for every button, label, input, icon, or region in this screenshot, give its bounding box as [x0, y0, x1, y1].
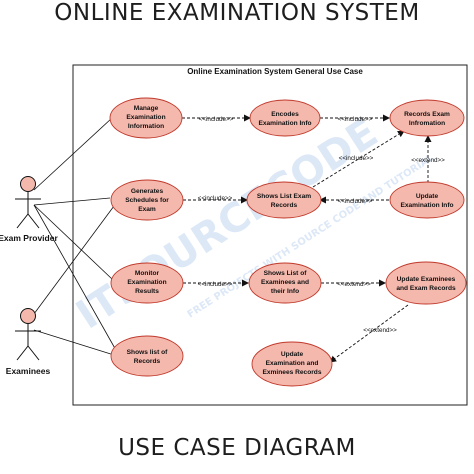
assoc-provider-manage [33, 117, 113, 191]
assoc-provider-generates [33, 197, 111, 206]
assoc-provider-showlist [33, 204, 118, 353]
actor-examinees [15, 308, 41, 361]
page-footer: USE CASE DIAGRAM [118, 435, 356, 461]
actor-examinees-label: Examinees [6, 366, 51, 376]
page-title: ONLINE EXAMINATION SYSTEM [54, 0, 420, 26]
label-extend-2: <<extend>> [337, 281, 371, 288]
label-extend-1: <<extend>> [411, 157, 445, 164]
label-include-5: <<include>> [338, 198, 373, 205]
label-extend-3: <<extend>> [363, 327, 397, 334]
relations [182, 114, 432, 363]
watermark: ITSOURCECODE FREE PROJECTS WITH SOURCE C… [68, 110, 436, 339]
label-include-4: <<include>> [339, 155, 374, 162]
assoc-provider-monitor [33, 204, 113, 280]
actor-exam-provider [15, 176, 41, 229]
rel-showsexam-records [312, 130, 405, 188]
assoc-examinees-generates [27, 205, 115, 323]
assoc-examinees-showlist [33, 329, 115, 356]
label-include-1: <<include>> [199, 116, 234, 123]
label-include-3: <<include>> [198, 195, 233, 202]
label-include-2: <<include>> [338, 116, 373, 123]
associations [27, 117, 118, 356]
label-include-6: <<include>> [198, 281, 233, 288]
system-boundary-label: Online Examination System General Use Ca… [187, 67, 363, 76]
relation-labels: <<include>> <<include>> <<include>> <<in… [198, 116, 445, 334]
actor-exam-provider-label: Exam Provider [0, 233, 58, 243]
rel-updateexaminees-updatecombined [329, 304, 409, 363]
system-boundary [72, 64, 468, 406]
